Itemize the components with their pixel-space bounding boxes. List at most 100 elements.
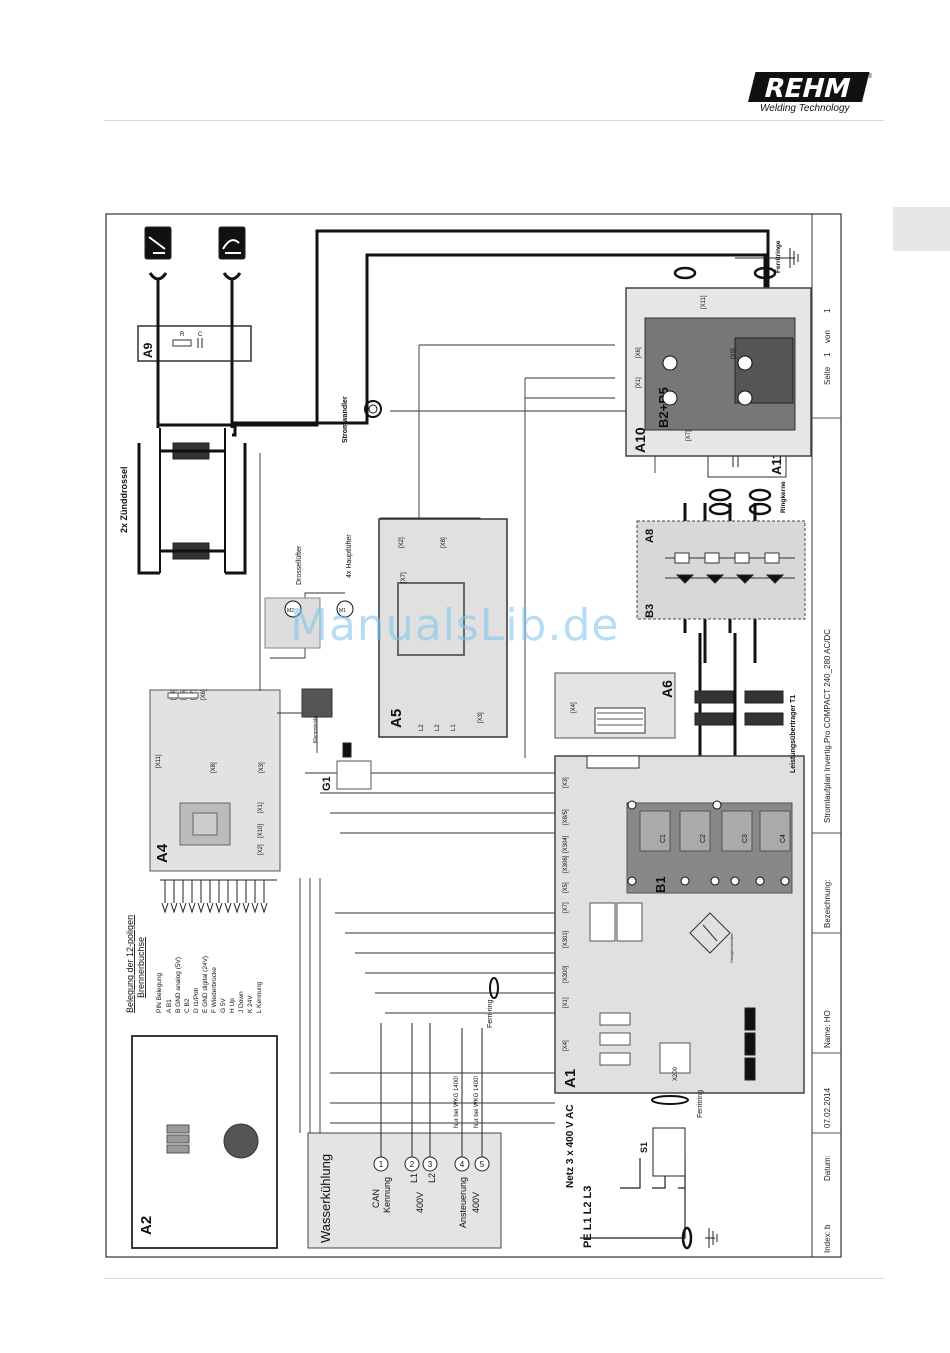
svg-text:M1: M1 bbox=[339, 608, 346, 614]
side-tab[interactable] bbox=[893, 207, 950, 251]
svg-text:Bezeichnung:: Bezeichnung: bbox=[823, 880, 832, 928]
svg-text:A B1: A B1 bbox=[166, 999, 173, 1013]
svg-text:Netz 3 x 400 V AC: Netz 3 x 400 V AC bbox=[565, 1104, 576, 1188]
svg-text:B3: B3 bbox=[644, 604, 656, 618]
fans: M2 M1 Drossellüfter 4x Hauptlüfter Klemm… bbox=[264, 534, 354, 743]
svg-text:[X301]: [X301] bbox=[563, 930, 569, 948]
watermark: ManualsLib.de bbox=[290, 600, 620, 651]
svg-text:[X4]: [X4] bbox=[563, 1040, 569, 1051]
ring-cores: Ringkerne bbox=[708, 481, 787, 516]
svg-text:[X9]: [X9] bbox=[731, 348, 737, 359]
svg-text:C: C bbox=[198, 332, 203, 338]
svg-text:Stromwandler: Stromwandler bbox=[342, 396, 349, 443]
svg-text:A8: A8 bbox=[644, 529, 656, 543]
svg-text:Drossellüfter: Drossellüfter bbox=[296, 545, 303, 585]
svg-text:L1: L1 bbox=[409, 1173, 419, 1183]
svg-text:J Down: J Down bbox=[238, 991, 245, 1013]
svg-text:A6: A6 bbox=[659, 680, 675, 698]
svg-text:L Kennung: L Kennung bbox=[256, 981, 263, 1013]
module-a9: A9 R C bbox=[137, 325, 252, 362]
svg-text:G 5V: G 5V bbox=[220, 998, 227, 1013]
svg-text:Name: HO: Name: HO bbox=[823, 1010, 832, 1048]
svg-text:1: 1 bbox=[823, 308, 832, 313]
svg-text:[X11]: [X11] bbox=[156, 754, 162, 768]
ignition-chokes: 2x Zünddrossel bbox=[119, 428, 226, 573]
svg-text:[X8]: [X8] bbox=[211, 762, 217, 773]
svg-text:3: 3 bbox=[428, 1160, 433, 1169]
svg-text:[X3]: [X3] bbox=[259, 762, 265, 773]
module-a6: A6 [X4] bbox=[554, 672, 676, 739]
svg-text:[X11]: [X11] bbox=[701, 295, 707, 309]
svg-text:C2: C2 bbox=[700, 834, 707, 843]
svg-text:[X7]: [X7] bbox=[563, 902, 569, 913]
module-a8: A8 B3 bbox=[636, 520, 806, 620]
svg-text:G1: G1 bbox=[321, 776, 333, 791]
svg-text:[X4]: [X4] bbox=[571, 702, 577, 713]
svg-text:[X7]: [X7] bbox=[686, 430, 692, 441]
svg-text:Ansteuerung: Ansteuerung bbox=[458, 1177, 468, 1228]
svg-text:A9: A9 bbox=[141, 342, 155, 358]
svg-text:S1: S1 bbox=[639, 1142, 649, 1153]
svg-text:A5: A5 bbox=[388, 709, 405, 728]
water-cooling-block: Wasserkühlung CAN Kennung 400V L1 L2 Ans… bbox=[307, 1023, 502, 1249]
svg-text:4: 4 bbox=[460, 1160, 465, 1169]
svg-text:400V: 400V bbox=[471, 1192, 481, 1213]
svg-text:K 24V: K 24V bbox=[247, 995, 254, 1013]
svg-text:[X2]: [X2] bbox=[258, 844, 264, 855]
svg-text:[X3]: [X3] bbox=[478, 712, 484, 723]
svg-text:[X306]: [X306] bbox=[563, 855, 569, 873]
module-g1: G1 bbox=[321, 742, 372, 791]
torch-output-icons bbox=[144, 226, 246, 281]
svg-text:Welding Technology: Welding Technology bbox=[760, 103, 851, 114]
current-transformer: Stromwandler bbox=[342, 396, 382, 443]
svg-text:D I1/Poti: D I1/Poti bbox=[193, 988, 200, 1013]
svg-text:1: 1 bbox=[823, 352, 832, 357]
svg-text:A10: A10 bbox=[632, 427, 648, 453]
svg-text:X200: X200 bbox=[673, 1066, 679, 1081]
svg-text:CAN: CAN bbox=[371, 1189, 381, 1208]
module-a2: A2 bbox=[131, 1035, 278, 1249]
ferrite-ring-signal: Ferri-ring bbox=[487, 977, 499, 1028]
svg-text:Brennerbuchse: Brennerbuchse bbox=[136, 937, 146, 998]
rehm-logo: REHM ® Welding Technology bbox=[748, 72, 872, 114]
svg-text:von: von bbox=[823, 330, 832, 343]
svg-text:[X3]: [X3] bbox=[563, 777, 569, 788]
svg-text:Ringkerne: Ringkerne bbox=[780, 481, 787, 513]
svg-text:[X6]: [X6] bbox=[636, 347, 642, 358]
svg-text:Datum:: Datum: bbox=[823, 1155, 832, 1181]
torch-socket-12pin bbox=[160, 879, 277, 914]
svg-text:A11: A11 bbox=[769, 452, 784, 475]
svg-text:Ferritringe: Ferritringe bbox=[775, 240, 782, 273]
svg-text:C B2: C B2 bbox=[184, 998, 191, 1013]
svg-text:B GND analog (5V): B GND analog (5V) bbox=[175, 957, 182, 1013]
svg-text:Belegung der 12-poligen: Belegung der 12-poligen bbox=[125, 915, 135, 1013]
svg-text:[X7]: [X7] bbox=[401, 572, 407, 583]
svg-text:Klemmleiste: Klemmleiste bbox=[313, 716, 319, 743]
svg-text:M2: M2 bbox=[287, 608, 294, 614]
svg-text:[X304]: [X304] bbox=[563, 835, 569, 853]
svg-text:07.02.2014: 07.02.2014 bbox=[823, 1087, 832, 1128]
svg-text:Ferritring: Ferritring bbox=[697, 1090, 704, 1118]
module-a10: A10 B2+B5 [X6] [X1] [X11] [X9] [X7] bbox=[625, 287, 812, 457]
svg-text:L2: L2 bbox=[419, 724, 425, 731]
svg-text:Index: b: Index: b bbox=[823, 1224, 832, 1253]
svg-text:PE L1 L2 L3: PE L1 L2 L3 bbox=[582, 1186, 594, 1248]
pin-assignment-table: Belegung der 12-poligen Brennerbuchse PI… bbox=[125, 915, 263, 1013]
svg-text:5: 5 bbox=[480, 1160, 485, 1169]
svg-text:[X5]: [X5] bbox=[563, 882, 569, 893]
svg-text:R: R bbox=[180, 332, 185, 338]
svg-text:[X1]: [X1] bbox=[636, 377, 642, 388]
svg-text:Stromlaufplan Invertig.Pro COM: Stromlaufplan Invertig.Pro COMPACT 240_2… bbox=[823, 629, 832, 823]
svg-text:B1: B1 bbox=[653, 876, 668, 893]
module-a4: A4 [X11] [X4] [X5] [X7] [X6] [X2] [X1] [… bbox=[149, 689, 281, 872]
svg-text:E GND digital (24V): E GND digital (24V) bbox=[202, 956, 209, 1013]
header-rule bbox=[104, 120, 884, 121]
svg-text:[X8]: [X8] bbox=[441, 537, 447, 548]
svg-text:REHM: REHM bbox=[761, 73, 854, 104]
svg-text:[X8/5]: [X8/5] bbox=[563, 809, 569, 825]
svg-text:C1: C1 bbox=[660, 834, 667, 843]
svg-text:400V: 400V bbox=[415, 1192, 425, 1213]
svg-text:L2: L2 bbox=[435, 724, 441, 731]
svg-text:Nur bei WKG 1400!: Nur bei WKG 1400! bbox=[474, 1076, 480, 1128]
svg-text:®: ® bbox=[868, 73, 872, 80]
